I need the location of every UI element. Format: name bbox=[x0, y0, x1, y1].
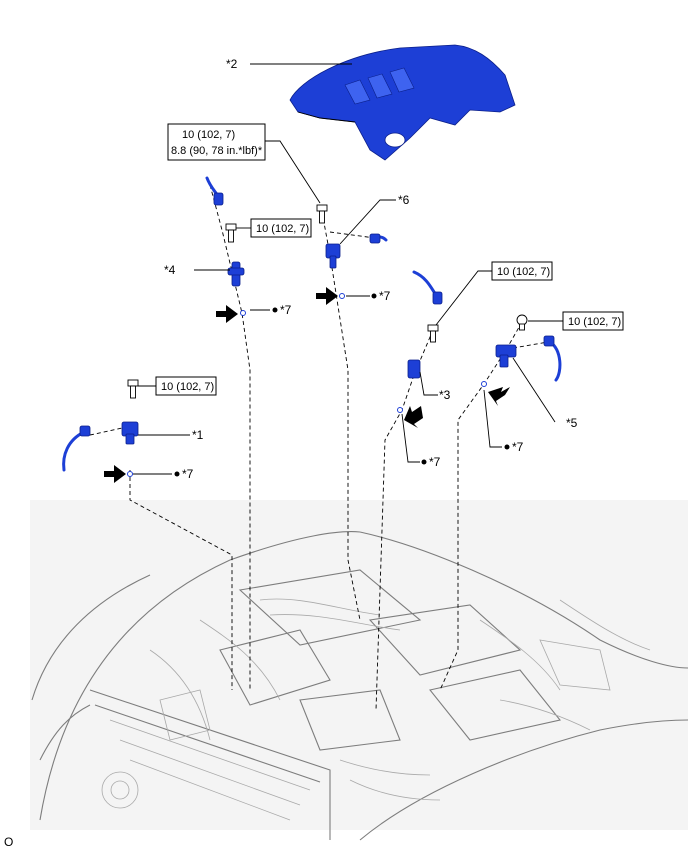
svg-text:10 (102, 7): 10 (102, 7) bbox=[256, 223, 309, 235]
bolt-icon bbox=[516, 314, 528, 331]
callout-7: *7 bbox=[504, 440, 524, 454]
svg-text:*7: *7 bbox=[280, 303, 292, 317]
engine-cover-part bbox=[289, 44, 516, 161]
svg-text:*7: *7 bbox=[429, 455, 441, 469]
o-ring-dot-icon bbox=[339, 293, 345, 299]
arrow-icon bbox=[404, 406, 423, 428]
callout-7: *7 bbox=[371, 289, 391, 303]
bolt-icon bbox=[316, 204, 328, 224]
callout-4: *4 bbox=[164, 263, 176, 277]
callout-2: *2 bbox=[226, 57, 238, 71]
callout-7: *7 bbox=[174, 467, 194, 481]
callout-5: *5 bbox=[566, 416, 578, 430]
arrow-icon bbox=[488, 387, 510, 406]
torque-top-line2: 8.8 (90, 78 in.*lbf)* bbox=[171, 145, 263, 157]
o-ring-dot-icon bbox=[127, 471, 133, 477]
arrow-icon bbox=[316, 287, 338, 305]
svg-text:*7: *7 bbox=[379, 289, 391, 303]
sensor-1-assembly bbox=[62, 421, 139, 472]
svg-text:*7: *7 bbox=[182, 467, 194, 481]
torque-spec-top: 10 (102, 7) 8.8 (90, 78 in.*lbf)* bbox=[167, 123, 266, 161]
o-ring-dot-icon bbox=[481, 381, 487, 387]
svg-text:10 (102, 7): 10 (102, 7) bbox=[568, 316, 621, 328]
sensor-4-assembly bbox=[205, 176, 245, 287]
torque-spec-box: 10 (102, 7) bbox=[491, 261, 553, 281]
torque-spec-box: 10 (102, 7) bbox=[250, 218, 312, 238]
svg-text:*7: *7 bbox=[512, 440, 524, 454]
torque-spec-box: 10 (102, 7) bbox=[562, 311, 624, 331]
sensor-3-assembly bbox=[407, 270, 443, 379]
o-ring-dot-icon bbox=[240, 310, 246, 316]
torque-top-line1: 10 (102, 7) bbox=[182, 129, 235, 141]
bolt-icon bbox=[427, 324, 439, 343]
callout-6: *6 bbox=[398, 193, 410, 207]
callout-7: *7 bbox=[421, 455, 441, 469]
o-ring-dot-icon bbox=[397, 407, 403, 413]
arrow-icon bbox=[104, 465, 126, 483]
svg-text:10 (102, 7): 10 (102, 7) bbox=[497, 266, 550, 278]
callout-1: *1 bbox=[192, 428, 204, 442]
arrow-icon bbox=[216, 305, 238, 323]
footer-code: O bbox=[4, 835, 13, 849]
svg-text:10 (102, 7): 10 (102, 7) bbox=[161, 381, 214, 393]
engine-bay-illustration bbox=[30, 500, 688, 841]
bolt-icon bbox=[127, 379, 139, 399]
bolt-icon bbox=[225, 223, 237, 243]
callout-3: *3 bbox=[439, 388, 451, 402]
torque-spec-box: 10 (102, 7) bbox=[155, 376, 217, 396]
callout-7: *7 bbox=[272, 303, 292, 317]
sensor-6-assembly bbox=[325, 233, 388, 269]
leader-lines bbox=[133, 63, 563, 475]
sensor-5-assembly bbox=[495, 335, 562, 382]
